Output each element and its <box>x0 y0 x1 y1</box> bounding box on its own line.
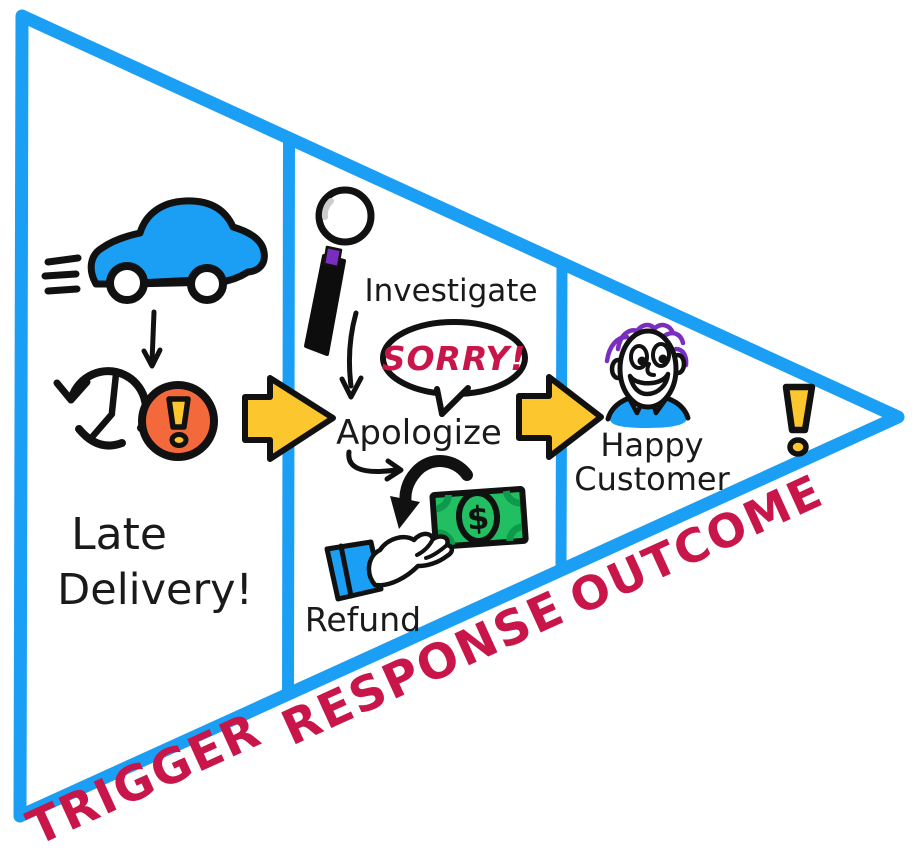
refund-label: Refund <box>305 600 421 639</box>
flow-arrow-trigger-to-response-icon <box>242 375 336 462</box>
investigate-label: Investigate <box>364 273 537 309</box>
hand-icon <box>324 531 455 602</box>
sorry-text: SORRY! <box>382 339 527 378</box>
happy-customer-icon <box>604 322 691 428</box>
investigate-arrow-icon <box>339 310 364 400</box>
speech-bubble: SORRY! <box>380 319 528 417</box>
apologize-label: Apologize <box>336 413 502 453</box>
late-clock-icon <box>53 367 150 450</box>
magnifier-icon <box>304 186 375 356</box>
trigger-caption-line1: Late <box>71 509 167 560</box>
trigger-caption-line2: Delivery! <box>57 565 253 615</box>
exclamation-icon <box>782 383 816 457</box>
outcome-section: Happy Customer <box>574 322 816 498</box>
trigger-section: Late Delivery! <box>41 197 268 615</box>
alert-icon <box>138 381 218 461</box>
outcome-caption-line1: Happy <box>600 426 703 464</box>
outcome-caption-line2: Customer <box>574 460 730 498</box>
flow-arrow-response-to-outcome-icon <box>516 374 604 460</box>
dollar-sign: $ <box>466 498 491 537</box>
response-section: Investigate SORRY! Apologize <box>304 186 538 639</box>
speed-lines-icon <box>41 254 82 295</box>
car-icon <box>87 197 268 304</box>
funnel-triangle <box>13 9 905 823</box>
apologize-arrow-icon <box>346 449 404 482</box>
refund-arrow-icon <box>390 455 473 529</box>
down-arrow-icon <box>141 309 163 369</box>
